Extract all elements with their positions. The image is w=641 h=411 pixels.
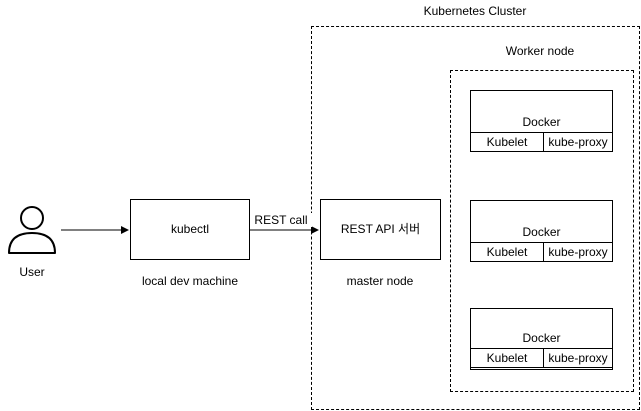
master-node-box: REST API 서버	[320, 199, 441, 260]
worker-node-boundary	[450, 70, 634, 392]
kubectl-label: kubectl	[170, 222, 210, 236]
worker-node-title: Worker node	[505, 44, 575, 58]
kube-proxy-cell: kube-proxy	[543, 242, 613, 262]
kube-proxy-cell: kube-proxy	[543, 132, 613, 152]
docker-label: Docker	[522, 225, 561, 239]
docker-label: Docker	[522, 115, 561, 129]
kube-proxy-cell: kube-proxy	[543, 348, 613, 368]
docker-label: Docker	[522, 331, 561, 345]
cluster-title: Kubernetes Cluster	[423, 4, 527, 18]
kubectl-box: kubectl	[130, 199, 250, 260]
local-dev-machine-caption: local dev machine	[141, 274, 239, 288]
kubelet-cell: Kubelet	[470, 242, 544, 262]
rest-call-label: REST call	[250, 213, 312, 227]
kubelet-cell: Kubelet	[470, 132, 544, 152]
user-icon	[8, 206, 56, 254]
rest-api-server-label: REST API 서버	[340, 222, 421, 236]
master-node-caption: master node	[346, 274, 414, 288]
user-label: User	[19, 265, 45, 279]
